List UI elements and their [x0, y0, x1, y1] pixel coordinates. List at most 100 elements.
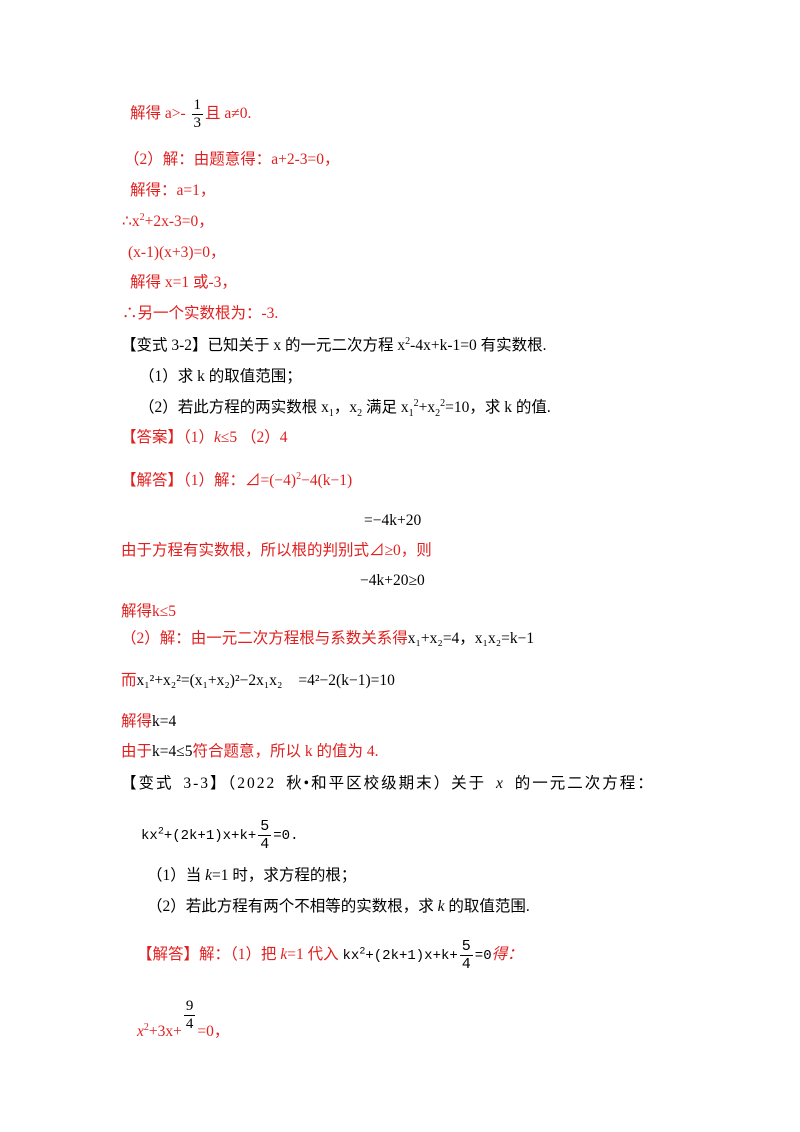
subscript: 1: [408, 408, 414, 420]
text: -4x+k-1=0 有实数根.: [410, 337, 547, 354]
solution-line-8: 解得k=4: [121, 712, 176, 732]
line-5: (x-1)(x+3)=0，: [128, 244, 226, 261]
question-3-1: （1）当 k=1 时，求方程的根；: [147, 866, 356, 886]
text: =1 时，求方程的根；: [212, 867, 357, 884]
line-6: 解得 x=1 或-3，: [130, 274, 237, 291]
question-3-2: （2）若此方程有两个不相等的实数根，求 k 的取值范围.: [147, 897, 530, 917]
denominator: 4: [185, 1016, 194, 1032]
text: +3x+: [148, 1023, 182, 1040]
text: +(2k+1)x+k+: [365, 948, 458, 965]
subscript: 1: [328, 408, 334, 420]
math-var: x: [137, 1023, 144, 1040]
text: 符合题意，所以 k 的值为 4.: [192, 743, 379, 760]
text: （1）当: [147, 867, 206, 884]
numerator: 9: [183, 998, 196, 1016]
math-var: x: [495, 775, 505, 792]
superscript: 2: [413, 397, 419, 409]
solution-line-3: 由于方程有实数根，所以根的判别式⊿≥0，则: [121, 542, 432, 559]
text: 解得: [121, 713, 153, 730]
line-4: ∴x2+2x-3=0，: [122, 212, 214, 232]
fraction: 1 3: [191, 97, 204, 132]
solution-line-6: （2）解：由一元二次方程根与系数关系得x₁+x₂=4，x₁x₂=k−1: [121, 629, 534, 649]
text: =1 代入: [287, 946, 339, 964]
solution-line-7: 而x₁²+x₂²=(x₁+x₂)²−2x₁x₂ =4²−2(k−1)=10: [121, 671, 395, 691]
superscript: 2: [359, 946, 366, 958]
text: kx: [141, 828, 158, 845]
subscript: 2: [435, 408, 441, 420]
text: =10，求 k 的值.: [445, 399, 551, 416]
superscript: 2: [296, 470, 302, 482]
math: k≤5: [152, 603, 177, 620]
text: +x: [418, 399, 436, 416]
text: =0: [273, 828, 291, 845]
solution-line-5: 解得k≤5: [121, 602, 176, 622]
line-7: ∴另一个实数根为：-3.: [122, 305, 279, 322]
superscript: 2: [139, 211, 145, 223]
text: 【答案】（1）: [121, 429, 215, 446]
text: （2）若此方程有两个不相等的实数根，求: [147, 898, 438, 915]
math-var: k: [280, 946, 288, 964]
superscript: 2: [440, 397, 446, 409]
text: =0，: [197, 1023, 230, 1040]
text: （2）若此方程的两实数根 x: [139, 399, 329, 416]
solution-line-1: 【解答】（1）解：⊿=(−4)2−4(k−1): [121, 471, 352, 491]
superscript: 2: [143, 1021, 149, 1033]
numerator: 1: [191, 97, 204, 115]
math: k=4≤5: [152, 743, 193, 760]
math-var: k: [205, 867, 213, 884]
text: 而: [121, 672, 137, 689]
line-1: 解得 a>- 1 3 且 a≠0.: [130, 97, 251, 132]
text: 的取值范围.: [444, 898, 530, 915]
solution-line-2: =−4k+20: [364, 512, 422, 529]
text: ，x: [333, 399, 358, 416]
text: 由于: [121, 743, 153, 760]
text: .: [290, 828, 299, 845]
text: ≤5 （2）4: [220, 429, 288, 446]
text: 解得 a>-: [130, 105, 186, 123]
text: 【解答】解：（1）把: [137, 946, 281, 964]
denominator: 4: [461, 956, 471, 973]
denominator: 3: [193, 115, 202, 131]
variant-3-2-title: 【变式 3-2】已知关于 x 的一元二次方程 x2-4x+k-1=0 有实数根.: [121, 336, 546, 356]
denominator: 4: [260, 836, 270, 853]
question-1: （1）求 k 的取值范围；: [139, 368, 302, 385]
answer-line: 【答案】（1）k≤5 （2）4: [121, 428, 288, 448]
math: −4(k−1): [301, 472, 353, 489]
math: =4²−2(k−1)=10: [298, 672, 395, 689]
text: 【变式 3-3】（2022 秋•和平区校级期末）关于: [121, 775, 496, 792]
variant-3-3-title: 【变式 3-3】（2022 秋•和平区校级期末）关于 x 的一元二次方程：: [121, 774, 655, 794]
subscript: 2: [357, 408, 363, 420]
superscript: 2: [157, 826, 164, 838]
math: ⊿=(−4): [245, 472, 297, 489]
math: x₁+x₂=4，x₁x₂=k−1: [407, 630, 535, 647]
text: 解得: [121, 603, 153, 620]
text: 得：: [491, 946, 523, 964]
text: 且 a≠0.: [205, 105, 252, 123]
text: +2x-3=0，: [144, 213, 214, 230]
text: =0: [474, 948, 492, 965]
superscript: 2: [405, 335, 411, 347]
math-var: k: [214, 429, 221, 446]
math: k=4: [152, 713, 177, 730]
text: （2）解：由一元二次方程根与系数关系得: [121, 630, 408, 647]
numerator: 5: [459, 938, 473, 956]
text: 【解答】（1）解：: [121, 472, 246, 489]
text: +(2k+1)x+k+: [163, 828, 257, 845]
question-2: （2）若此方程的两实数根 x1，x2 满足 x12+x22=10，求 k 的值.: [139, 398, 551, 418]
solution-line-9: 由于k=4≤5符合题意，所以 k 的值为 4.: [121, 742, 379, 762]
text: 【变式 3-2】已知关于 x 的一元二次方程 x: [121, 337, 406, 354]
line-3: 解得：a=1，: [130, 182, 216, 199]
text: 满足 x: [362, 399, 409, 416]
solution-line-4: −4k+20≥0: [360, 572, 425, 589]
text: kx: [342, 948, 360, 965]
math: x₁²+x₂²=(x₁+x₂)²−2x₁x₂: [136, 672, 283, 689]
line-2: （2）解：由题意得：a+2-3=0，: [124, 151, 340, 168]
math-var: k: [437, 898, 445, 915]
